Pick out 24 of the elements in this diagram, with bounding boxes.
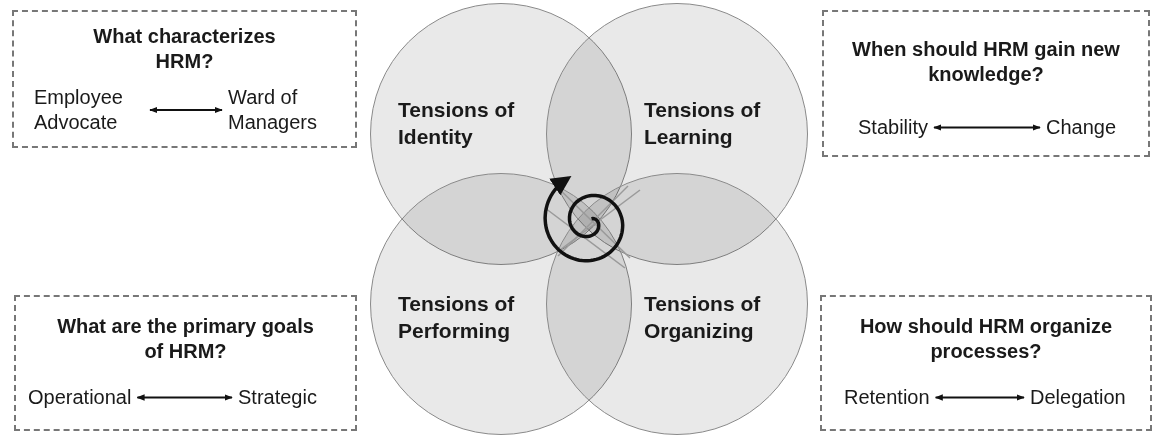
- question-box: [820, 295, 1152, 431]
- pole-label: Operational: [28, 385, 132, 410]
- question-heading: What are the primary goals of HRM?: [56, 314, 315, 364]
- pole-label: Change: [1046, 115, 1117, 140]
- pole-label: Retention: [844, 385, 930, 410]
- pole-label: Strategic: [238, 385, 317, 410]
- question-heading: How should HRM organize processes?: [858, 314, 1114, 364]
- question-box: [822, 10, 1150, 157]
- question-heading: What characterizes HRM?: [92, 24, 277, 74]
- question-box: [12, 10, 357, 148]
- pole-label: Employee Advocate: [34, 85, 144, 135]
- double-arrow: [149, 106, 223, 114]
- pole-label: Stability: [858, 115, 929, 140]
- question-heading: When should HRM gain new knowledge?: [851, 37, 1121, 87]
- circle-label: Tensions of Learning: [644, 97, 762, 150]
- circle-label: Tensions of Performing: [398, 291, 516, 344]
- pole-label: Ward of Managers: [228, 85, 348, 135]
- pole-label: Delegation: [1030, 385, 1126, 410]
- question-box: [14, 295, 357, 431]
- circle-label: Tensions of Organizing: [644, 291, 762, 344]
- double-arrow: [933, 124, 1041, 131]
- double-arrow: [136, 394, 233, 401]
- circle-label: Tensions of Identity: [398, 97, 516, 150]
- double-arrow: [934, 394, 1025, 401]
